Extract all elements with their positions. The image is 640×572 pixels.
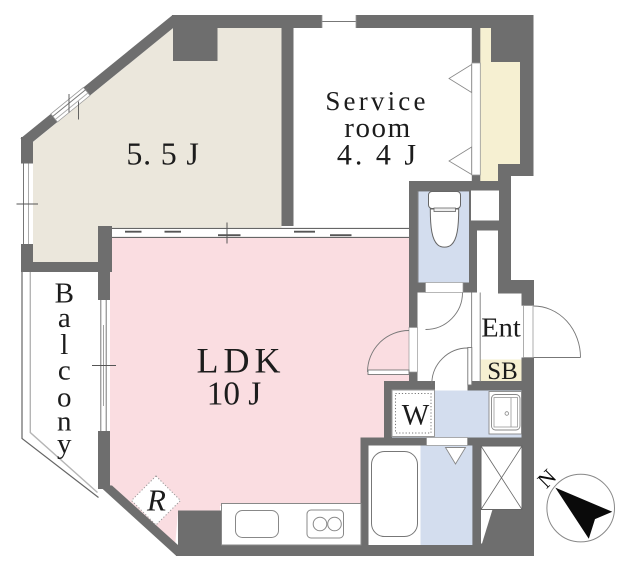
- svg-text:W: W: [402, 399, 430, 432]
- svg-text:Ent: Ent: [481, 313, 521, 343]
- svg-text:B: B: [55, 278, 74, 310]
- svg-text:5. 5 J: 5. 5 J: [126, 136, 199, 172]
- svg-text:n: n: [57, 406, 72, 438]
- svg-text:room: room: [344, 112, 412, 144]
- svg-text:Service: Service: [325, 86, 428, 116]
- svg-text:10 J: 10 J: [207, 376, 262, 413]
- svg-text:4. 4 J: 4. 4 J: [337, 139, 419, 172]
- svg-text:SB: SB: [487, 358, 518, 385]
- svg-text:c: c: [58, 355, 71, 387]
- svg-text:o: o: [57, 382, 72, 414]
- svg-text:LDK: LDK: [197, 341, 286, 381]
- svg-text:a: a: [58, 302, 71, 334]
- svg-text:l: l: [60, 329, 68, 361]
- svg-text:y: y: [57, 428, 72, 460]
- svg-text:R: R: [146, 483, 166, 518]
